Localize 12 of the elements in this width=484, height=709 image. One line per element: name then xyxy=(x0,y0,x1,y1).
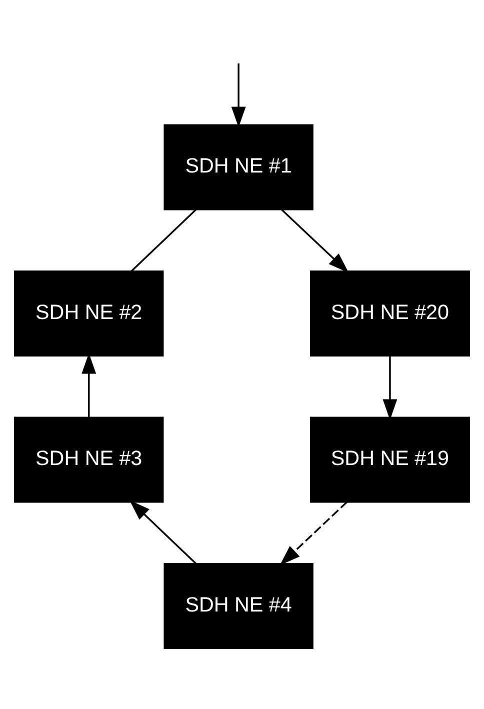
connector xyxy=(130,208,197,272)
node-box: SDH NE #19 xyxy=(310,416,470,502)
node-box: SDH NE #20 xyxy=(310,270,470,356)
node-box: SDH NE #4 xyxy=(164,562,314,648)
node-box: SDH NE #2 xyxy=(14,270,164,356)
arrow xyxy=(382,355,398,420)
arrow xyxy=(280,500,348,565)
node-box: SDH NE #3 xyxy=(14,416,164,502)
node-box: SDH NE #1 xyxy=(164,124,314,210)
arrow xyxy=(129,500,197,564)
arrow xyxy=(231,62,246,127)
arrow xyxy=(280,208,349,272)
